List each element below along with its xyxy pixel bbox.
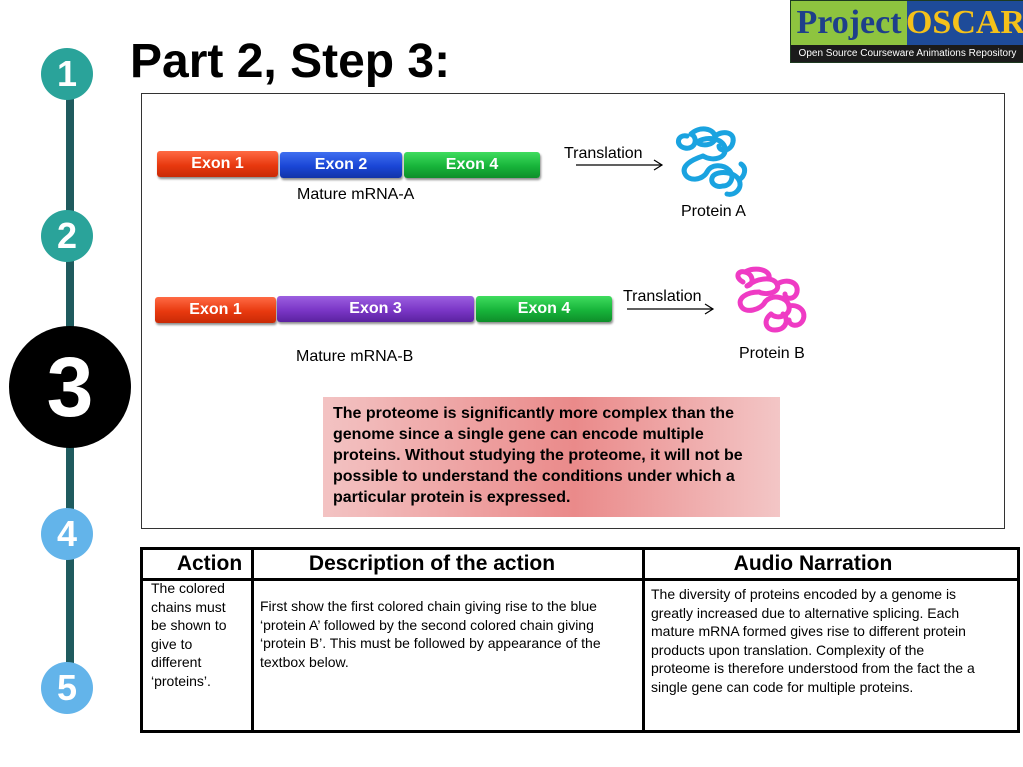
mrna-b-exon-1: Exon 1 [155,297,276,323]
protein-a-label: Protein A [681,203,746,220]
logo-word-oscar: OSCAR [906,1,1023,45]
cell-action: The colored chains must be shown to give… [151,580,227,689]
translation-b-label: Translation [623,288,702,305]
mrna-a-exon-1: Exon 1 [157,151,278,177]
cell-description: First show the first colored chain givin… [260,598,601,670]
protein-a-icon [676,126,748,197]
storyboard-table: Action Description of the action Audio N… [140,547,1020,733]
step-4-circle[interactable]: 4 [41,508,93,560]
header-audio-narration: Audio Narration [733,552,893,575]
translation-a-arrow-icon [576,159,664,171]
table-col-divider-2 [642,550,645,730]
mrna-b-exon-4: Exon 4 [476,296,612,322]
header-description: Description of the action [308,552,556,575]
project-oscar-logo: Project OSCAR Open Source Courseware Ani… [790,0,1023,63]
step-2-circle[interactable]: 2 [41,210,93,262]
mrna-b-label: Mature mRNA-B [296,348,414,365]
translation-b-arrow-icon [627,303,715,315]
table-col-divider-1 [251,550,254,730]
table-header-divider [143,578,1017,581]
mrna-a-exon-2: Exon 2 [280,152,402,178]
page-title: Part 2, Step 3: [130,35,451,88]
protein-b-icon [735,266,807,333]
mrna-b-exon-3: Exon 3 [277,296,474,322]
logo-word-project: Project [791,1,907,45]
step-1-circle[interactable]: 1 [41,48,93,100]
proteome-note-textbox: The proteome is significantly more compl… [323,397,780,517]
logo-subtitle: Open Source Courseware Animations Reposi… [791,45,1023,62]
translation-a-label: Translation [564,145,643,162]
header-action: Action [176,552,243,575]
protein-b-label: Protein B [739,345,805,362]
step-3-circle-current[interactable]: 3 [9,326,131,448]
cell-audio-narration: The diversity of proteins encoded by a g… [651,586,975,695]
mrna-a-exon-4: Exon 4 [404,152,540,178]
mrna-a-label: Mature mRNA-A [297,186,415,203]
step-5-circle[interactable]: 5 [41,662,93,714]
